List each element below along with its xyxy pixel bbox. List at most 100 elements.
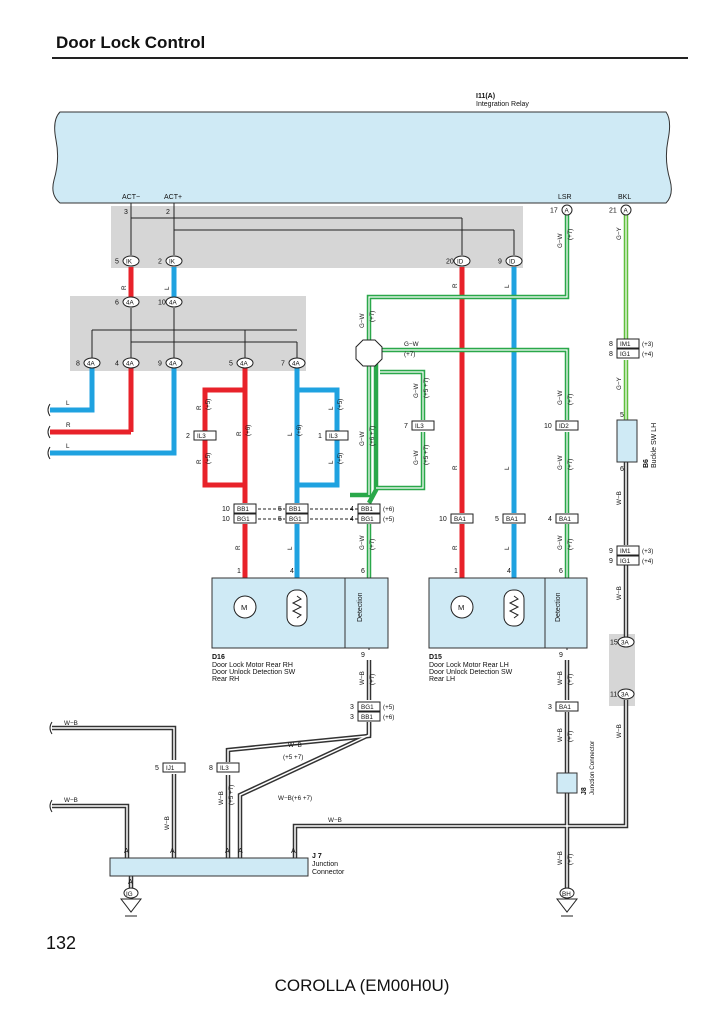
connector-il3-1 (325, 430, 349, 441)
wire-label: (+7) (567, 229, 574, 240)
term-act-plus: ACT+ (164, 194, 182, 201)
connector-4a-5 (236, 357, 254, 369)
connector-4a-8-label: 4A (87, 361, 96, 368)
wb-wires (52, 462, 629, 892)
svg-text:Rear LH: Rear LH (429, 676, 455, 683)
connector-il3-7-pin: 7 (404, 423, 408, 430)
connector-bb1-3-label: BB1 (361, 714, 373, 721)
connector-il3-8 (216, 762, 240, 773)
wire-label: R (452, 283, 459, 288)
connector-bg1-10-pin: 10 (222, 516, 230, 523)
term-act-minus: ACT− (122, 194, 140, 201)
wire-breaks (47, 403, 53, 813)
wire-label: G−Y (616, 376, 623, 390)
wire-label: (+6) (245, 425, 252, 436)
wire-label: W−B (557, 851, 564, 865)
svg-text:A: A (238, 848, 243, 855)
pin-act-minus-num: 3 (124, 209, 128, 216)
connector-id-9-pin: 9 (498, 259, 502, 266)
svg-text:A: A (170, 848, 175, 855)
term-lsr: LSR (558, 194, 572, 201)
connector-ig1-9 (616, 555, 640, 566)
connector-ig1-9-pin: 9 (609, 558, 613, 565)
wire-label: W−B (164, 816, 171, 830)
connector-id-9-label: ID (509, 259, 516, 266)
connector-4a-10-label: 4A (169, 300, 178, 307)
connector-4a-6-label: 4A (126, 300, 135, 307)
pin-bkl-num: 21 (609, 208, 617, 215)
svg-text:Door Unlock Detection SW: Door Unlock Detection SW (429, 669, 513, 676)
connector-ba1-3-pin: 3 (548, 704, 552, 711)
connector-im1-8 (616, 338, 640, 349)
connector-il3-2-pin: 2 (186, 433, 190, 440)
connector-ba1-5 (502, 513, 526, 524)
svg-text:1: 1 (237, 568, 241, 575)
wire-label: W−B (557, 671, 564, 685)
connector-il3-8-pin: 8 (209, 765, 213, 772)
connector-4a-5-pin: 5 (229, 361, 233, 368)
connector-il3-2-label: IL3 (197, 433, 206, 440)
connector-bb1-5-label: BB1 (289, 506, 301, 513)
wire-label: R (66, 422, 71, 429)
svg-text:BH: BH (562, 891, 571, 898)
connector-4a-4-label: 4A (126, 361, 135, 368)
connector-ik-5-pin: 5 (115, 259, 119, 266)
buckle-switch-b6: 5 6 B6 Buckle SW LH (616, 412, 658, 473)
wire-label: L (328, 406, 335, 410)
svg-text:IG: IG (126, 891, 133, 898)
wire-label: L (164, 286, 171, 290)
connector-ig1-8-pin: 8 (609, 351, 613, 358)
wire-label: (+7) (567, 854, 574, 865)
wire-label: G−W (413, 450, 420, 465)
svg-text:A: A (291, 848, 296, 855)
connector-id-20-pin: 20 (446, 259, 454, 266)
connector-ig1-9-label: IG1 (620, 558, 631, 565)
wire-label: (+5) (337, 399, 344, 410)
wire-label: G−W (557, 390, 564, 405)
wire-label: W−B (616, 724, 623, 738)
wire-label: G−W (359, 431, 366, 446)
wire-label: W−B (616, 586, 623, 600)
connector-bg1-4 (357, 513, 381, 524)
junction-connector-j8: J8 Junction Connector (556, 741, 596, 795)
wire-label: (+7) (404, 351, 415, 358)
connector-il3-1-pin: 1 (318, 433, 322, 440)
connector-ba1-5-label: BA1 (506, 516, 518, 523)
connector-bg1-3-label: BG1 (361, 704, 374, 711)
connector-4a-6-pin: 6 (115, 300, 119, 307)
svg-text:Connector: Connector (312, 869, 345, 876)
connector-id-20-label: ID (457, 259, 464, 266)
wire-label: (+7) (567, 674, 574, 685)
connector-ba1-10 (450, 513, 474, 524)
svg-text:6: 6 (620, 466, 624, 473)
connector-bb1-5-pin: 5 (278, 506, 282, 513)
connector-bb1-3 (357, 711, 381, 722)
connector-4a-4 (122, 357, 140, 369)
connector-3a-11 (617, 688, 635, 700)
wire-label: G−W (557, 535, 564, 550)
connector-4a-8-pin: 8 (76, 361, 80, 368)
connector-bg1-4-label: BG1 (361, 516, 374, 523)
connector-4a-4-pin: 4 (115, 361, 119, 368)
svg-text:6: 6 (361, 568, 365, 575)
wire-label: (+6 +7) (369, 426, 376, 446)
connector-id2-10-label: ID2 (559, 423, 569, 430)
wire-label: W−B (64, 720, 78, 727)
connector-im1-8-note: (+3) (642, 341, 653, 348)
wire-label: (+5) (205, 453, 212, 464)
wire-label: (+5 +7) (228, 785, 235, 805)
wire-label: (+7) (567, 539, 574, 550)
connector-il3-2 (193, 430, 217, 441)
wire-label: W−B (557, 728, 564, 742)
connector-ik-2 (165, 255, 183, 267)
connector-ba1-4-label: BA1 (559, 516, 571, 523)
connector-im1-9 (616, 545, 640, 556)
connector-4a-7-pin: 7 (281, 361, 285, 368)
wire-label: L (66, 400, 70, 407)
connector-3a-11-pin: 11 (610, 692, 617, 699)
wire-label: R (235, 545, 242, 550)
svg-text:6: 6 (559, 568, 563, 575)
d16-detection: Detection (357, 592, 364, 622)
